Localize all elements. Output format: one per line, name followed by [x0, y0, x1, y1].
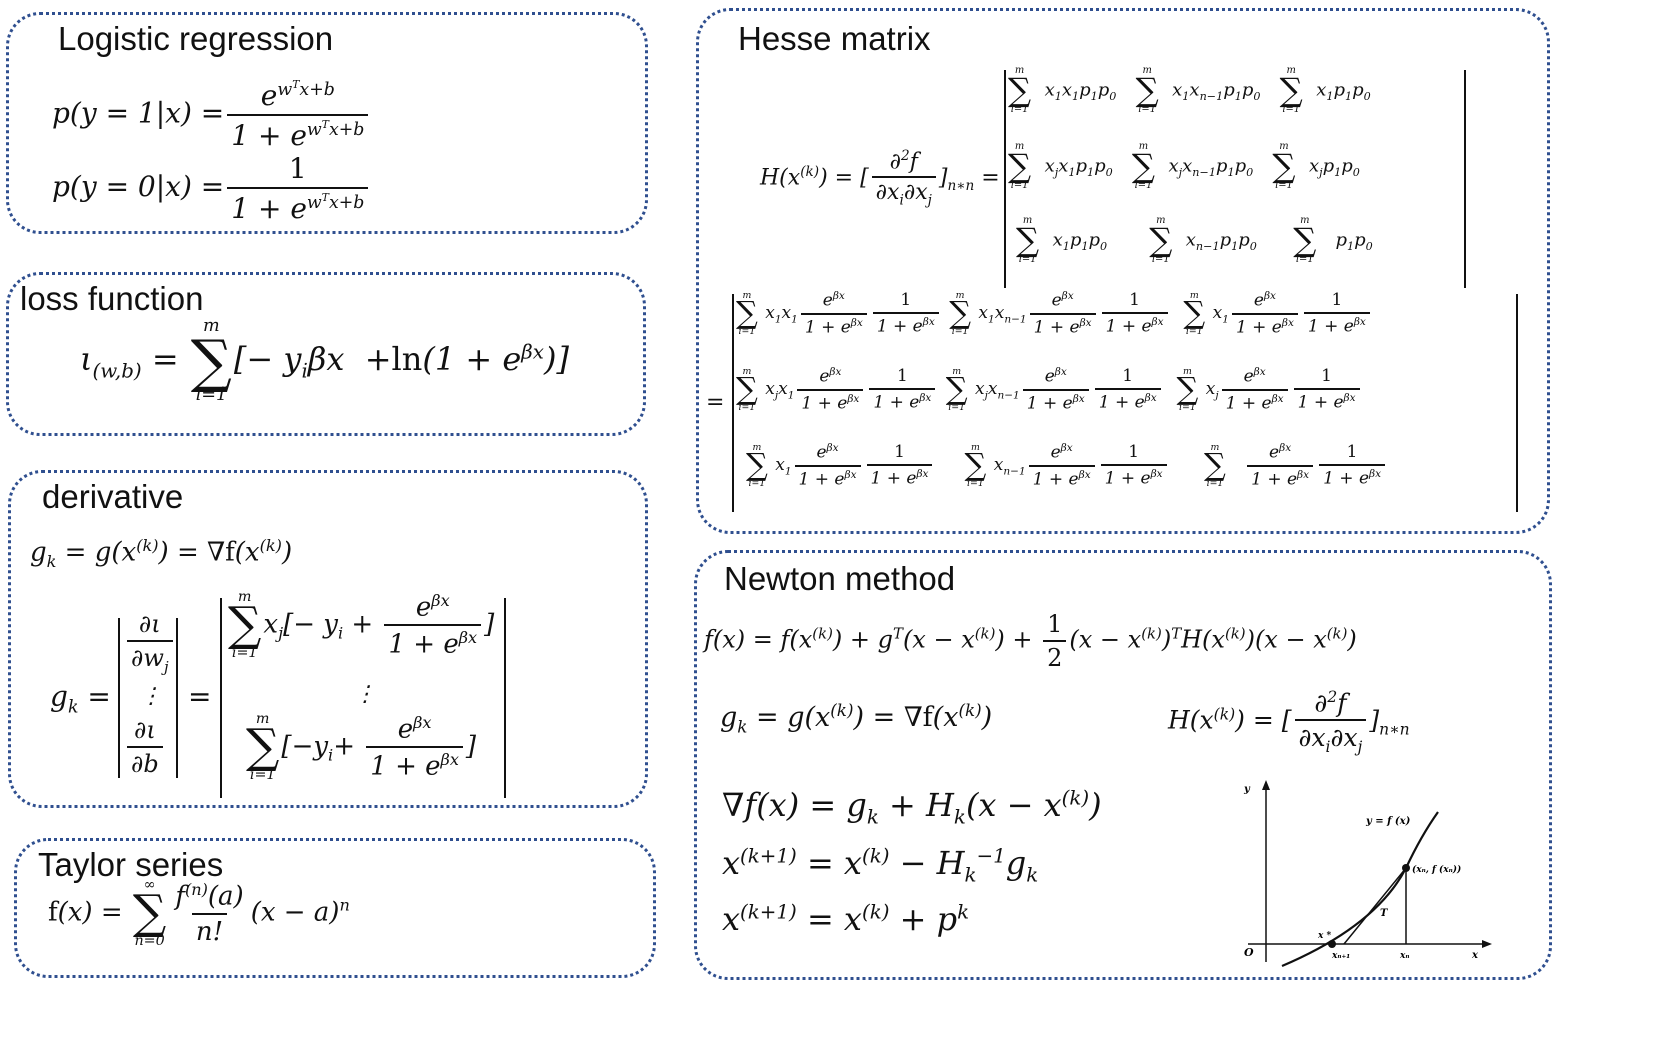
gradient-vector-left-bar — [118, 618, 120, 778]
derivative-title: derivative — [42, 478, 184, 515]
derivative-panel — [8, 470, 648, 808]
graph-xn-label: xₙ — [1399, 951, 1410, 961]
graph-tangent-label: T — [1380, 908, 1389, 919]
gradient-rhs-left-bar — [220, 598, 222, 798]
graph-tangent-line — [1343, 867, 1407, 945]
graph-xn1-label: xₙ₊₁ — [1331, 951, 1350, 961]
graph-y-label: y — [1243, 784, 1251, 795]
hessian-matrix1-right-bar — [1464, 70, 1466, 288]
hessian-matrix1-left-bar — [1004, 70, 1006, 288]
hesse-matrix-title: Hesse matrix — [738, 20, 931, 57]
graph-point-label: (xₙ, f (xₙ)) — [1412, 864, 1461, 875]
graph-x-label: x — [1471, 950, 1479, 961]
newton-method-title: Newton method — [724, 560, 956, 597]
gradient-equals: = — [188, 680, 212, 713]
formula-newton-gk: gk = g(x(k)) = ∇f(x(k)) — [720, 700, 993, 737]
formula-gk-label: gk = — [50, 680, 111, 718]
newton-method-graph: y x O y = f (x) (xₙ, f (xₙ)) T x * xₙ₊₁ … — [1243, 780, 1492, 968]
hessian-matrix2-left-bar — [732, 294, 734, 512]
formula-newton-update: x(k+1) = x(k) − Hk−1gk — [722, 844, 1039, 887]
formula-newton-step: x(k+1) = x(k) + pk — [722, 900, 970, 938]
graph-x-arrow — [1482, 940, 1492, 948]
gradient-vdots: ⋮ — [140, 684, 162, 709]
graph-point-xn — [1402, 864, 1410, 872]
formula-newton-gradient: ∇f(x) = gk + Hk(x − x(k)) — [722, 786, 1102, 829]
gradient-partial-b: ∂ι∂b — [124, 716, 166, 778]
hessian-matrix1-row3: m∑i=1 x1p1p0 m∑i=1 xn−1p1p0 m∑i=1 p1p0 — [1016, 215, 1373, 266]
newton-method-panel — [694, 550, 1552, 980]
gradient-rhs-right-bar — [504, 598, 506, 798]
hessian-matrix2-equals: = — [706, 390, 725, 415]
loss-function-panel — [6, 272, 646, 436]
taylor-series-title: Taylor series — [38, 846, 224, 883]
gradient-rhs-vdots: ⋮ — [354, 682, 376, 707]
logistic-regression-title: Logistic regression — [58, 20, 334, 57]
gradient-vector-right-bar — [176, 618, 178, 778]
taylor-series-panel — [14, 838, 656, 978]
formula-loss: ι(w,b) = m∑i=1[− yiβx +ln(1 + eβx)] — [80, 316, 569, 406]
graph-root-point — [1328, 940, 1336, 948]
logistic-regression-panel — [6, 12, 648, 234]
graph-y-arrow — [1262, 780, 1270, 790]
formula-gk-definition: gk = g(x(k)) = ∇f(x(k)) — [30, 536, 293, 571]
graph-origin-label: O — [1244, 946, 1254, 959]
loss-function-title: loss function — [20, 280, 204, 317]
hessian-matrix2-right-bar — [1516, 294, 1518, 512]
gradient-partial-w: ∂ι∂wj — [124, 610, 176, 676]
graph-curve-label: y = f (x) — [1365, 816, 1411, 827]
formula-hessian-def: H(x(k)) = [∂2f∂xi∂xj]n∗n = — [760, 148, 1000, 209]
formula-newton-hessian: H(x(k)) = [∂2f∂xi∂xj]n∗n — [1168, 688, 1410, 757]
hesse-matrix-panel — [696, 8, 1550, 534]
hessian-matrix1-row2: m∑i=1 xjx1p1p0 m∑i=1 xjxn−1p1p0 m∑i=1 xj… — [1008, 141, 1360, 192]
hessian-matrix1-row1: m∑i=1 x1x1p1p0 m∑i=1 x1xn−1p1p0 m∑i=1 x1… — [1008, 65, 1371, 116]
graph-curve — [1281, 811, 1439, 968]
graph-root-label: x * — [1317, 931, 1331, 941]
